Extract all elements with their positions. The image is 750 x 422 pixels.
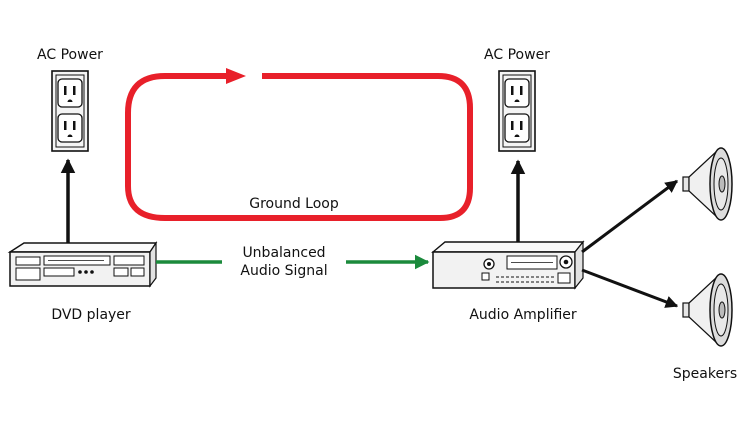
ground-loop-label: Ground Loop (249, 196, 339, 212)
dvd-player-label: DVD player (51, 307, 131, 323)
speaker-upper (682, 147, 733, 221)
ground-loop (125, 68, 473, 221)
signal-label-line2: Audio Signal (240, 263, 328, 279)
ac-power-left-label: AC Power (37, 47, 103, 63)
ac-power-right-label: AC Power (484, 47, 550, 63)
ground-loop-path (125, 73, 473, 221)
ac-outlet-left (51, 70, 89, 152)
speakers-label: Speakers (672, 366, 738, 382)
dvd-player-device (7, 241, 158, 288)
speaker-arrow-upper (581, 179, 679, 254)
signal-label-line1: Unbalanced (242, 245, 326, 261)
audio-amplifier-device (431, 240, 585, 290)
speaker-lower (682, 273, 733, 347)
ground-loop-arrowhead (226, 68, 246, 84)
speaker-arrow-lower (581, 268, 679, 308)
ac-outlet-right (498, 70, 536, 152)
audio-amplifier-label: Audio Amplifier (469, 307, 577, 323)
